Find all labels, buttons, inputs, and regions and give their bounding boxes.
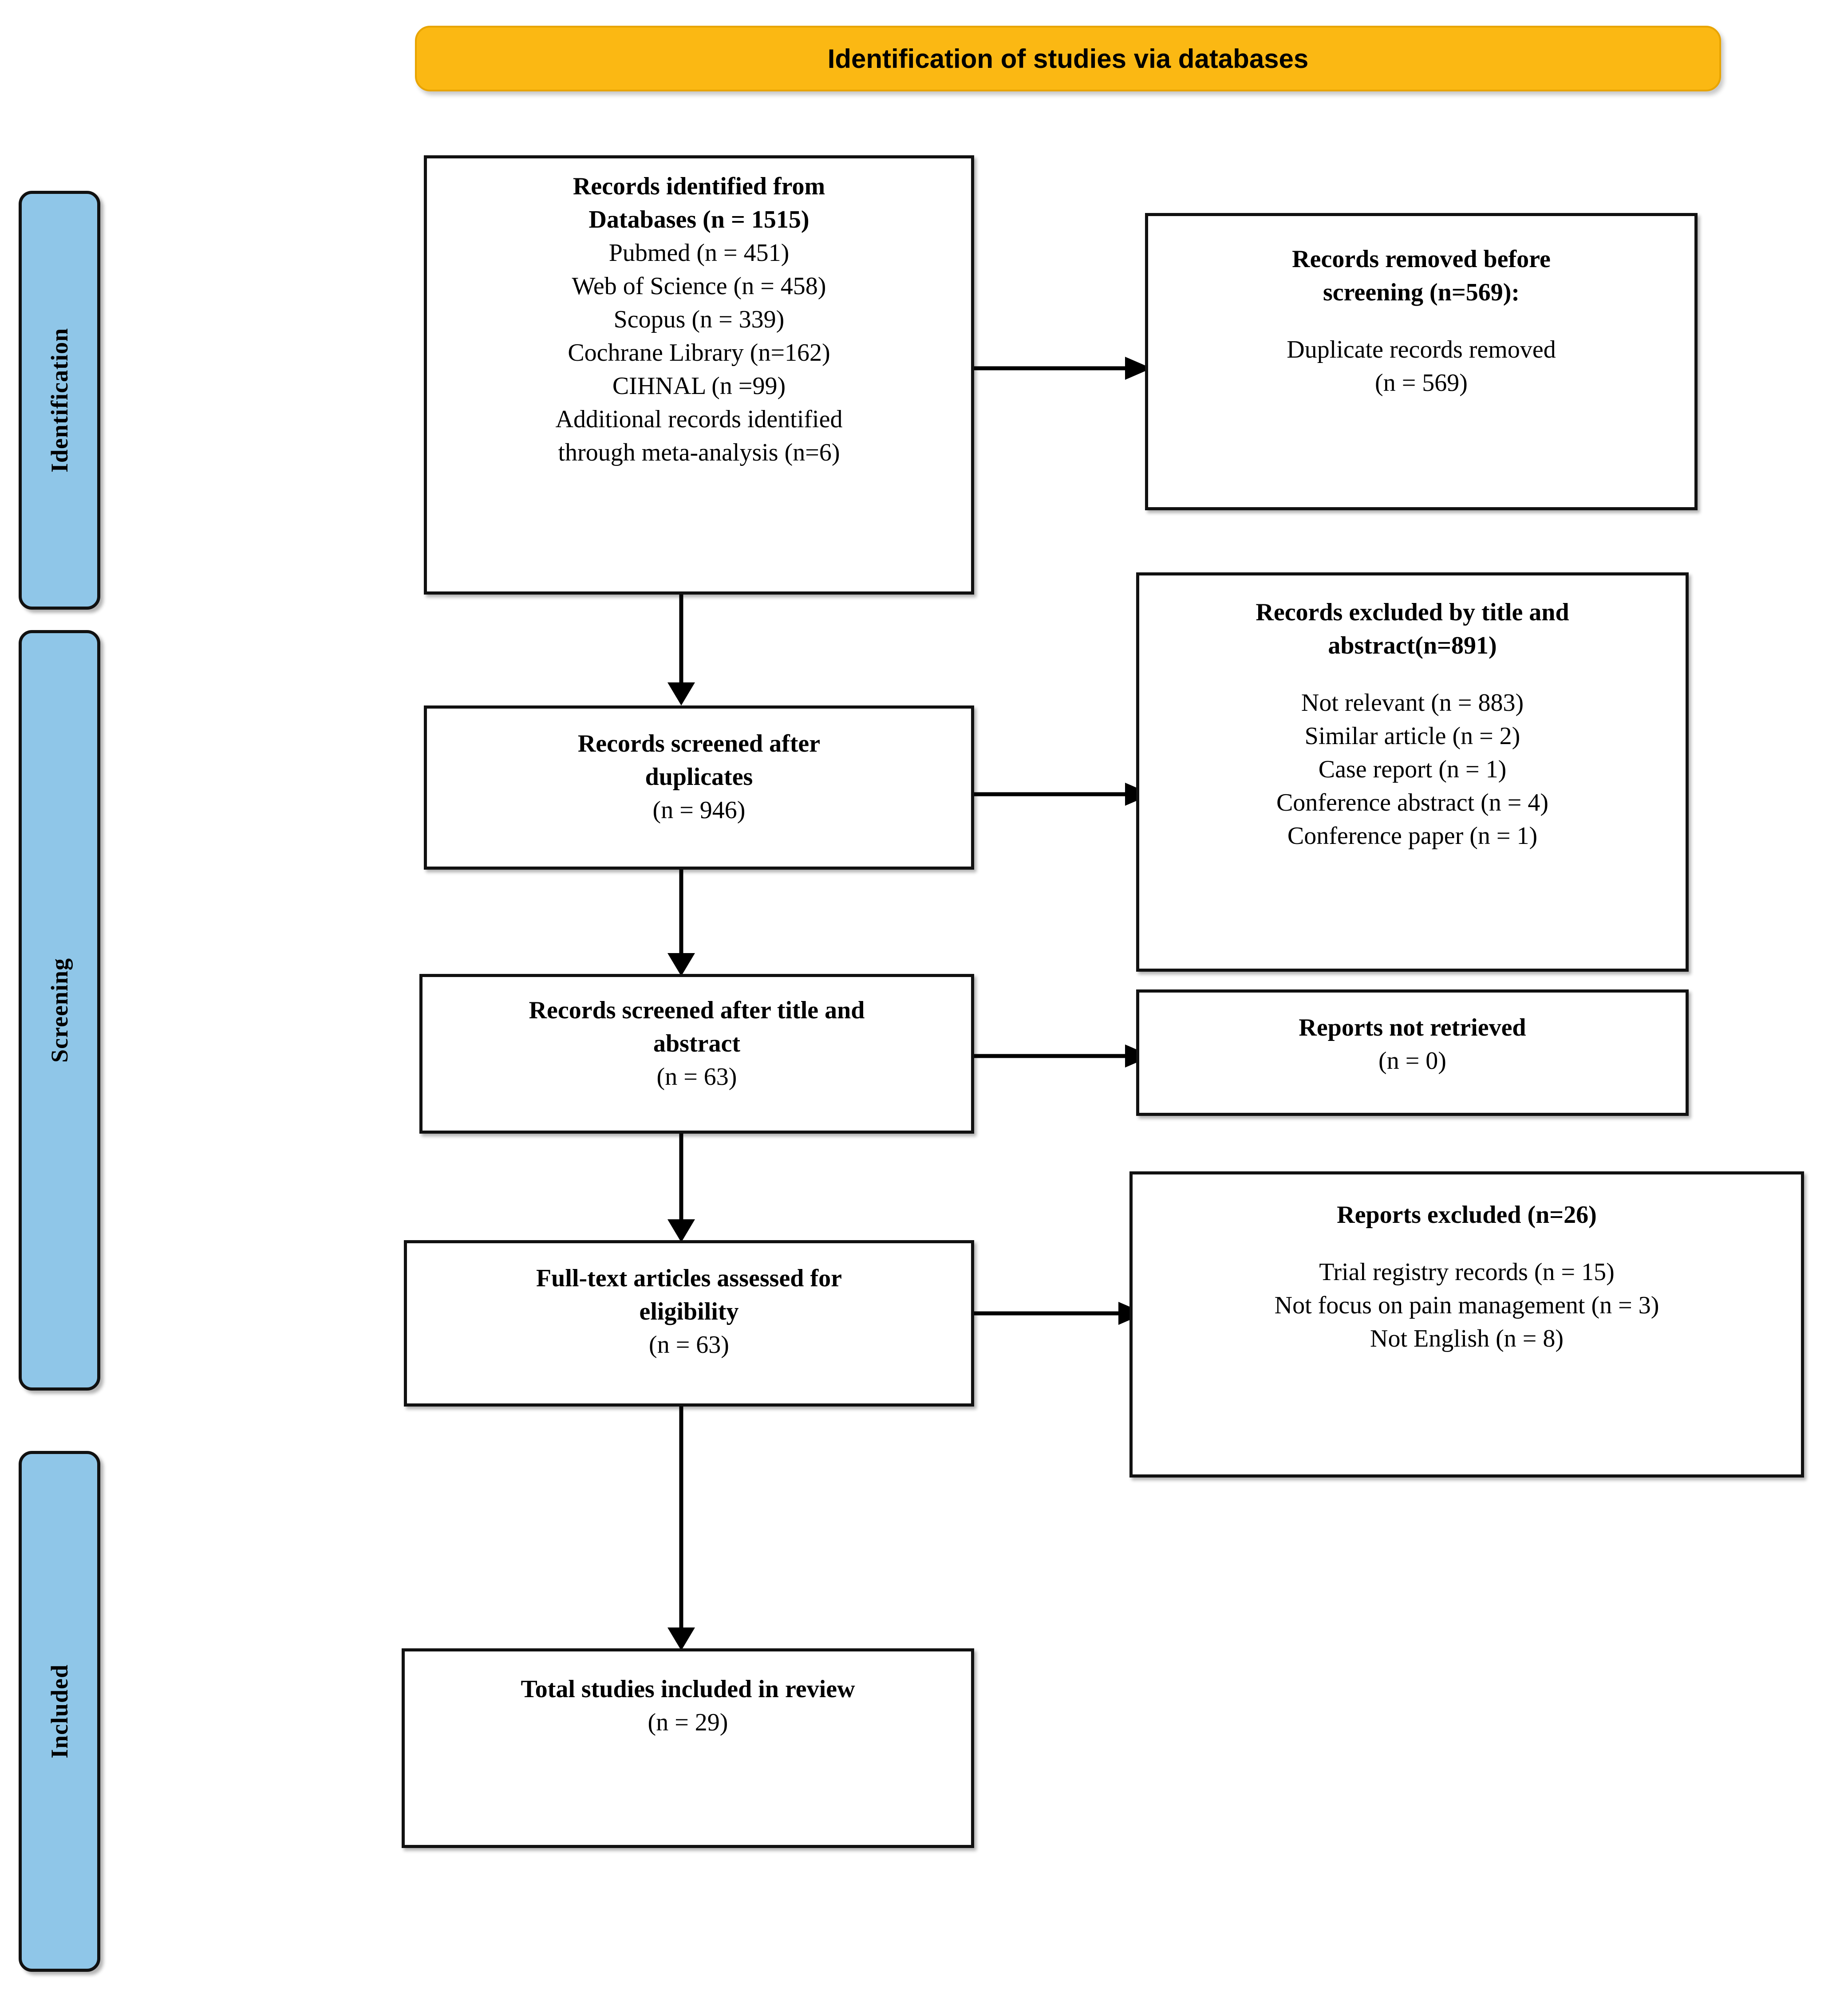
box-reports-not-retrieved: Reports not retrieved (n = 0) — [1136, 989, 1689, 1116]
box-fulltext-articles-assessed: Full-text articles assessed for eligibil… — [404, 1240, 974, 1407]
line: Pubmed (n = 451) — [608, 239, 790, 267]
box-records-identified-lines: Records identified from Databases (n = 1… — [440, 170, 958, 469]
line: Conference paper (n = 1) — [1287, 822, 1538, 850]
line: (n = 63) — [656, 1063, 737, 1091]
line: Records excluded by title and — [1256, 599, 1569, 626]
line-gap — [1161, 309, 1681, 333]
box-records-identified: Records identified from Databases (n = 1… — [424, 155, 974, 595]
box-records-excluded-title-abstract: Records excluded by title and abstract(n… — [1136, 572, 1689, 972]
line: duplicates — [645, 763, 753, 791]
line: Web of Science (n = 458) — [572, 272, 826, 300]
line: (n = 946) — [652, 796, 746, 824]
line: Not focus on pain management (n = 3) — [1274, 1292, 1659, 1320]
line: Trial registry records (n = 15) — [1319, 1258, 1615, 1286]
stage-banner-identification-via-databases: Identification of studies via databases — [415, 26, 1721, 91]
line: Reports not retrieved — [1299, 1014, 1526, 1041]
line: Records removed before — [1292, 245, 1551, 273]
connector-fulltext-to-reports-excluded — [974, 1300, 1145, 1327]
line: (n = 569) — [1375, 369, 1468, 397]
box-records-removed-before-screening: Records removed before screening (n=569)… — [1145, 213, 1698, 510]
phase-tab-identification-label: Identification — [46, 327, 73, 473]
line: Conference abstract (n = 4) — [1276, 789, 1549, 817]
line: Duplicate records removed — [1287, 336, 1556, 364]
line: Databases (n = 1515) — [588, 206, 809, 234]
line: Total studies included in review — [521, 1675, 855, 1703]
line: Case report (n = 1) — [1318, 756, 1507, 784]
box-excluded-title-abstract-lines: Records excluded by title and abstract(n… — [1153, 596, 1672, 853]
phase-tab-identification: Identification — [19, 191, 100, 610]
connector-screened-duplicates-to-screened-title — [661, 870, 701, 976]
connector-fulltext-to-total-included — [661, 1402, 701, 1651]
line: (n = 63) — [649, 1331, 729, 1359]
line: eligibility — [639, 1298, 739, 1326]
box-reports-excluded-lines: Reports excluded (n=26) Trial registry r… — [1146, 1198, 1788, 1356]
box-records-removed-lines: Records removed before screening (n=569)… — [1161, 243, 1681, 400]
box-records-screened-after-title-abstract: Records screened after title and abstrac… — [419, 974, 974, 1134]
line: Scopus (n = 339) — [613, 306, 785, 334]
connector-screened-title-to-not-retrieved — [974, 1043, 1152, 1069]
line: Not relevant (n = 883) — [1301, 689, 1524, 717]
line: Not English (n = 8) — [1370, 1325, 1564, 1353]
line-gap — [1153, 662, 1672, 686]
line: abstract — [653, 1030, 740, 1058]
box-fulltext-assessed-lines: Full-text articles assessed for eligibil… — [420, 1262, 958, 1362]
box-reports-not-retrieved-lines: Reports not retrieved (n = 0) — [1153, 1011, 1672, 1078]
line: CIHNAL (n =99) — [612, 372, 786, 400]
connector-screened-title-to-fulltext — [661, 1131, 701, 1242]
line: screening (n=569): — [1323, 279, 1520, 307]
connector-identified-to-removed — [974, 355, 1152, 382]
line: abstract(n=891) — [1328, 632, 1497, 660]
line: Similar article (n = 2) — [1304, 722, 1520, 750]
box-screened-duplicates-lines: Records screened after duplicates (n = 9… — [440, 727, 958, 827]
phase-tab-included: Included — [19, 1451, 100, 1972]
line: Full-text articles assessed for — [536, 1265, 842, 1292]
phase-tab-screening-label: Screening — [46, 958, 73, 1063]
line: through meta-analysis (n=6) — [558, 439, 840, 467]
line: Records identified from — [573, 173, 825, 200]
connector-screened-duplicates-to-excluded — [974, 781, 1152, 808]
line-gap — [1146, 1232, 1788, 1256]
box-total-included-lines: Total studies included in review (n = 29… — [418, 1673, 958, 1739]
line: (n = 0) — [1378, 1047, 1446, 1075]
stage-banner-title: Identification of studies via databases — [827, 43, 1309, 74]
line: (n = 29) — [648, 1709, 728, 1737]
line: Additional records identified — [555, 406, 843, 433]
phase-tab-included-label: Included — [46, 1664, 73, 1759]
phase-tab-screening: Screening — [19, 630, 100, 1391]
box-screened-title-abstract-lines: Records screened after title and abstrac… — [436, 994, 958, 1094]
box-total-studies-included: Total studies included in review (n = 29… — [402, 1648, 974, 1848]
box-reports-excluded: Reports excluded (n=26) Trial registry r… — [1129, 1171, 1804, 1478]
line: Reports excluded (n=26) — [1337, 1201, 1597, 1229]
line: Cochrane Library (n=162) — [568, 339, 830, 367]
connector-identified-to-screened-duplicates — [661, 595, 701, 705]
line: Records screened after — [577, 730, 821, 757]
box-records-screened-after-duplicates: Records screened after duplicates (n = 9… — [424, 705, 974, 870]
line: Records screened after title and — [529, 997, 865, 1024]
